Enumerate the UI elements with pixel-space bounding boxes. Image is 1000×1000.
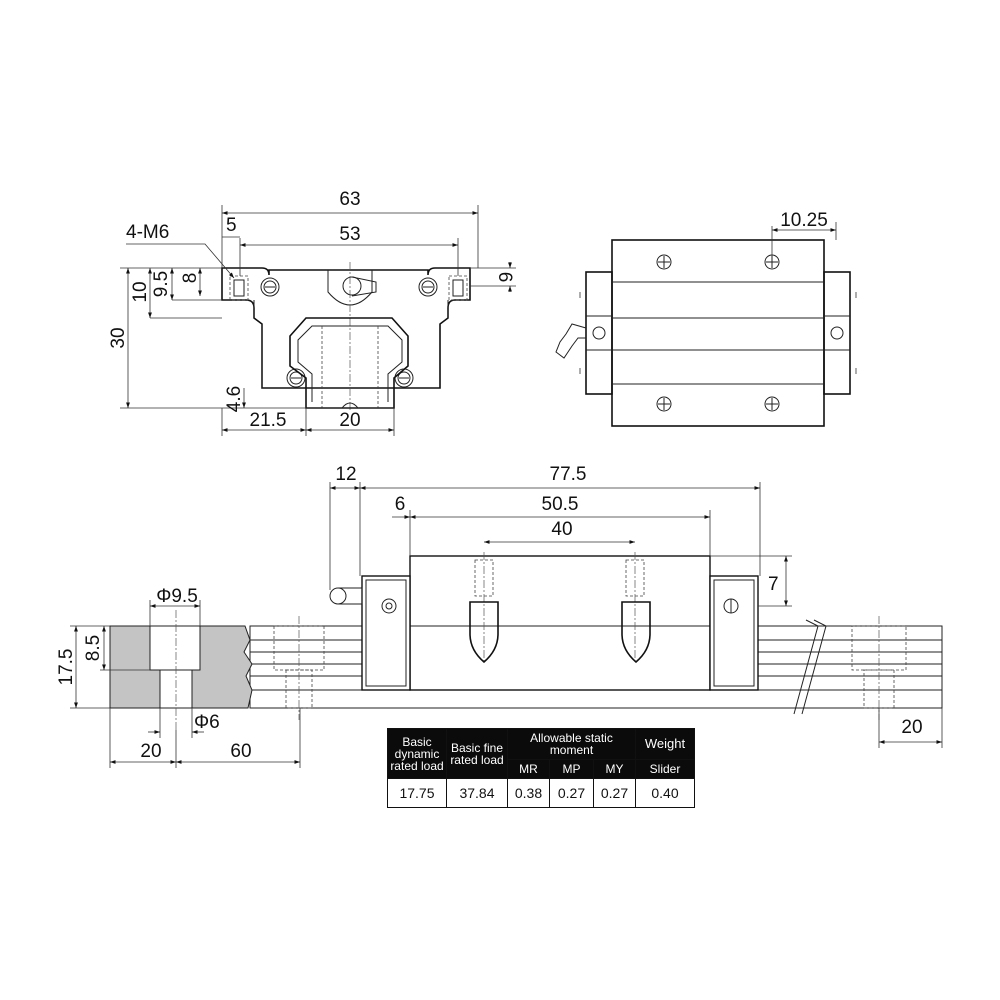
- header-text: Basic: [402, 734, 432, 749]
- carriage-top: [611, 239, 825, 427]
- screw-icon: [764, 254, 780, 270]
- carriage-side: [409, 555, 711, 691]
- screw-icon: [394, 368, 414, 388]
- dim-phi-9-5: Φ9.5: [156, 586, 198, 607]
- top-view: 10.25: [555, 210, 857, 427]
- dim-10-25: 10.25: [780, 210, 828, 231]
- dim-40: 40: [551, 519, 572, 540]
- header-my: MY: [593, 759, 636, 779]
- screw-icon: [656, 396, 672, 412]
- header-slider: Slider: [635, 759, 695, 779]
- dim-17-5: 17.5: [56, 649, 77, 686]
- thread-hole-left: [229, 275, 249, 301]
- dim-12: 12: [335, 464, 356, 485]
- carriage-front-outline: [221, 267, 471, 389]
- dim-60: 60: [230, 741, 251, 762]
- value-mp: 0.27: [549, 778, 594, 808]
- thread-hole-right: [448, 275, 468, 301]
- dim-21-5: 21.5: [250, 410, 287, 431]
- value-mr: 0.38: [507, 778, 550, 808]
- screw-icon: [260, 277, 280, 297]
- rail-section-fill: [109, 625, 161, 709]
- end-plate-left: [361, 575, 411, 691]
- dim-77-5: 77.5: [550, 464, 587, 485]
- rail-profile: [289, 317, 409, 409]
- dim-8-5: 8.5: [83, 635, 104, 661]
- front-view: 63 53 5 4-M6 30 10 9.5 8 6 4.6: [108, 189, 516, 436]
- rail-section: Φ9.5 8.5 17.5 Φ6 20 60 20: [56, 586, 943, 768]
- header-mr: MR: [507, 759, 550, 779]
- dim-end-20: 20: [901, 717, 922, 738]
- dim-20: 20: [140, 741, 161, 762]
- header-text: dynamic: [394, 746, 440, 761]
- dim-9-5: 9.5: [151, 271, 172, 297]
- header-static-load: Basic fine rated load: [446, 728, 508, 779]
- header-text: rated load: [390, 758, 444, 773]
- dim-7: 7: [768, 574, 779, 595]
- header-text: Allowable static: [530, 731, 613, 745]
- value-static-load: 37.84: [446, 778, 508, 808]
- dim-phi-6: Φ6: [194, 712, 220, 733]
- value-my: 0.27: [593, 778, 636, 808]
- dim-height: 30: [108, 327, 129, 348]
- header-text: Basic fine: [450, 740, 504, 755]
- screw-icon: [418, 277, 438, 297]
- dim-side-6: 6: [395, 494, 406, 515]
- dim-6: 6: [494, 272, 515, 283]
- screw-icon: [764, 396, 780, 412]
- screw-icon: [656, 254, 672, 270]
- end-plate-right: [709, 575, 759, 691]
- value-weight: 0.40: [635, 778, 695, 808]
- value-dynamic-load: 17.75: [387, 778, 447, 808]
- end-seal-left: [585, 271, 613, 395]
- side-view: 12 77.5 6 50.5 40 7: [249, 464, 943, 720]
- dim-8: 8: [180, 273, 201, 284]
- ball-recess-left: [469, 601, 499, 664]
- end-seal-right: [823, 271, 851, 395]
- dim-width: 63: [339, 189, 360, 210]
- header-weight: Weight: [635, 728, 695, 760]
- header-mp: MP: [549, 759, 594, 779]
- dim-hole-pitch: 53: [339, 224, 360, 245]
- dim-10: 10: [130, 281, 151, 302]
- dim-rail-width: 20: [339, 410, 360, 431]
- grease-nipple: [342, 276, 362, 296]
- ball-recess-right: [621, 601, 651, 664]
- grease-nipple-top: [555, 323, 587, 359]
- header-moment: Allowable static moment: [507, 728, 636, 760]
- dim-50-5: 50.5: [542, 494, 579, 515]
- spec-table: Basic dynamic rated load Basic fine rate…: [387, 728, 695, 808]
- grease-nipple-side: [329, 587, 347, 605]
- header-text: moment: [549, 743, 594, 757]
- header-text: rated load: [450, 752, 504, 767]
- dim-4-6: 4.6: [224, 386, 245, 412]
- label-threads: 4-M6: [126, 222, 169, 243]
- header-dynamic-load: Basic dynamic rated load: [387, 728, 447, 779]
- dim-edge: 5: [226, 215, 237, 236]
- screw-icon: [286, 368, 306, 388]
